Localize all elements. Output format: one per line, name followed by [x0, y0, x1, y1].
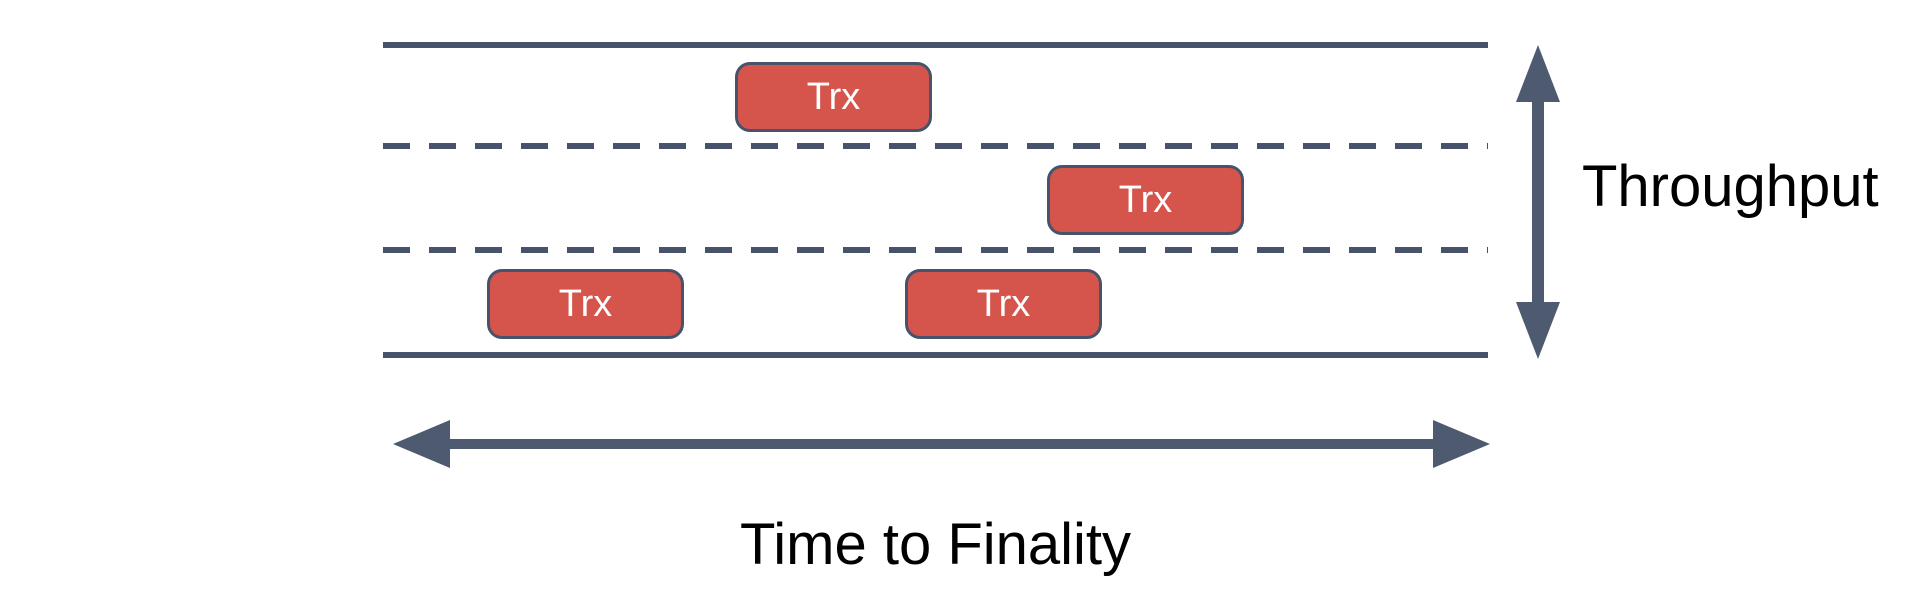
trx-box-lane1: Trx	[735, 62, 932, 132]
trx-box-label: Trx	[806, 76, 861, 118]
trx-box-label: Trx	[558, 283, 613, 325]
throughput-arrowhead-down	[1516, 302, 1560, 359]
trx-box-label: Trx	[976, 283, 1031, 325]
throughput-arrowhead-up	[1516, 45, 1560, 102]
trx-box-lane3-left: Trx	[487, 269, 684, 339]
time-to-finality-double-arrow-icon	[393, 420, 1490, 468]
trx-box-lane2: Trx	[1047, 165, 1244, 235]
trx-box-lane3-right: Trx	[905, 269, 1102, 339]
throughput-label: Throughput	[1582, 154, 1879, 219]
time-arrowhead-left	[393, 420, 450, 468]
throughput-double-arrow-icon	[1516, 45, 1560, 359]
time-to-finality-label: Time to Finality	[740, 512, 1132, 577]
time-arrowhead-right	[1433, 420, 1490, 468]
trx-box-label: Trx	[1118, 179, 1173, 221]
